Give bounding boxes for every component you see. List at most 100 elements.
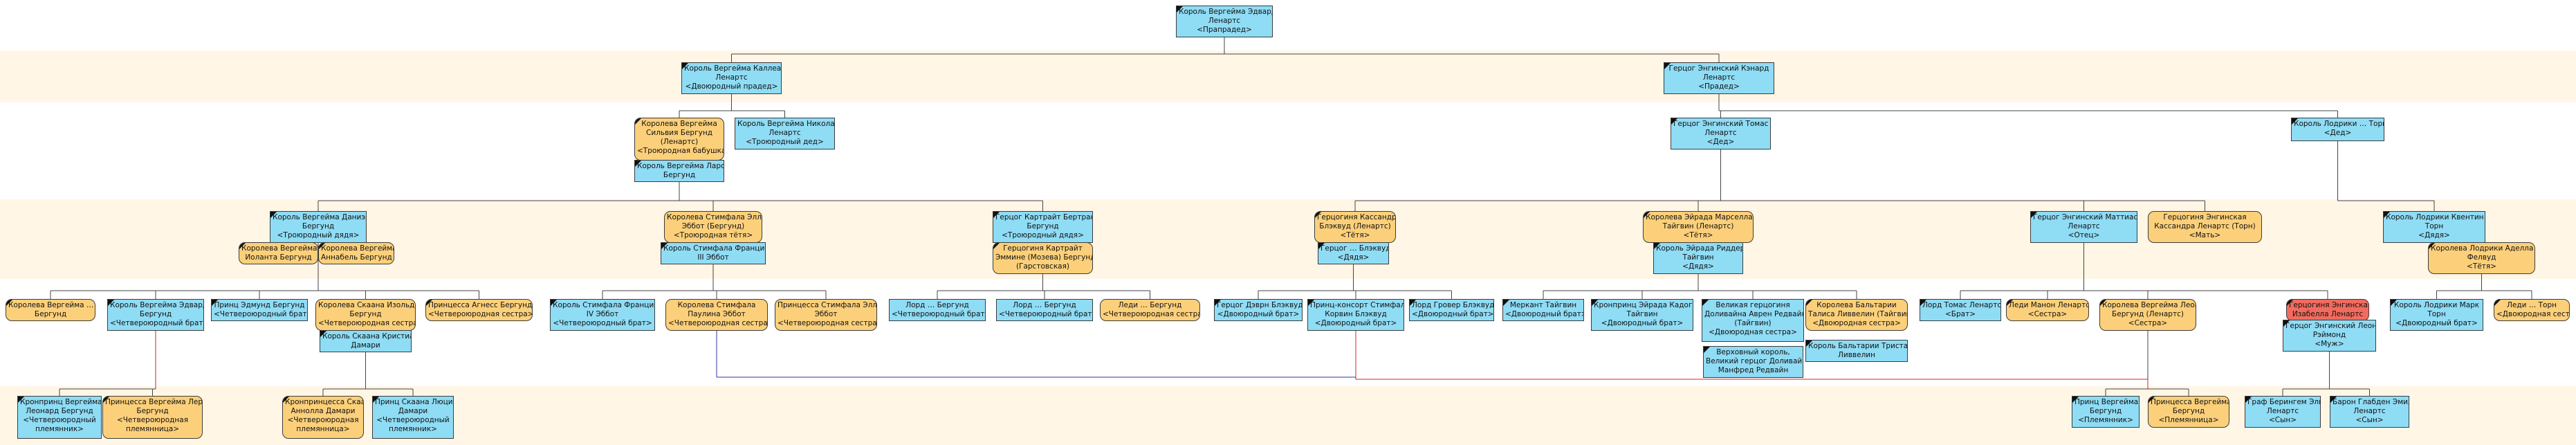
person-node-text: <Двоюродный прадед> (685, 82, 778, 91)
person-node-n39[interactable]: Меркант Тайгвин<Двоюродный брат> (1502, 299, 1584, 321)
corner-marker-icon (1702, 300, 1709, 306)
corner-marker-icon (661, 243, 668, 249)
person-node-n57[interactable]: Принцесса Вергейма …Бергунд<Племянница> (2148, 396, 2229, 428)
person-node-n46[interactable]: Леди Манон Ленартс<Сестра> (2006, 299, 2089, 321)
corner-marker-icon (2007, 300, 2013, 306)
corner-marker-icon (103, 397, 109, 403)
corner-marker-icon (320, 331, 326, 337)
corner-marker-icon (993, 243, 1000, 249)
person-node-text: <Четвероюродный (376, 416, 450, 424)
person-node-n26[interactable]: Принц Эдмунд Бергунд<Четвероюродный брат… (211, 299, 308, 321)
person-node-text: Лорд Томас Ленартс (1922, 301, 2001, 309)
person-node-text: Леди … Бергунд (1118, 301, 1182, 309)
person-node-text: <Дед> (1706, 138, 1735, 146)
corner-marker-icon (2330, 397, 2337, 403)
person-node-n54[interactable]: Кронпринцесса СкаанаАннолла Дамари<Четве… (282, 396, 364, 439)
person-node-n36[interactable]: Герцог Дэврн Блэквуд<Двоюродный брат> (1214, 299, 1303, 321)
person-node-text: <Четвероюродный брат> (892, 310, 986, 318)
corner-marker-icon (2494, 300, 2501, 306)
person-node-text: <Тётя> (1340, 231, 1370, 239)
person-node-text: Талиса Ливвелин (Тайгвин) (1808, 310, 1908, 318)
person-node-n51[interactable]: Леди … Торн<Двоюродная сестра> (2494, 299, 2570, 321)
person-node-text: <Четвероюродный брат> (214, 310, 308, 318)
person-node-n47[interactable]: Королева Вергейма ЛеонияБергунд (Ленартс… (2099, 299, 2196, 331)
corner-marker-icon (283, 397, 289, 403)
corner-marker-icon (2031, 212, 2037, 218)
person-node-n56[interactable]: Принц Вергейма …Бергунд<Племянник> (2072, 396, 2140, 428)
person-node-n33[interactable]: Лорд … Бергунд<Четвероюродный брат> (889, 299, 986, 321)
person-node-n34[interactable]: Лорд … Бергунд<Четвероюродный брат> (996, 299, 1093, 321)
person-node-text: Герцог Энгинский Леон (2285, 322, 2376, 330)
person-node-n45[interactable]: Лорд Томас Ленартс<Брат> (1920, 299, 2001, 321)
person-node-n43[interactable]: Верховный король,Великий герцог Доливайн… (1703, 346, 1803, 378)
person-node-n28[interactable]: Принцесса Агнесс Бергунд<Четвероюродная … (425, 299, 533, 321)
person-node-text: Ленартс (2266, 407, 2299, 415)
person-node-n58[interactable]: Граф Берингем ЭлиасЛенартс<Сын> (2245, 396, 2321, 428)
person-node-n53[interactable]: Принцесса Вергейма ЛереняБергунд<Четверо… (102, 396, 203, 439)
corner-marker-icon (1664, 63, 1671, 69)
corner-marker-icon (993, 212, 1000, 218)
person-node-text: Торн (2425, 222, 2444, 230)
person-node-text: Король Скаана Кристиан (322, 332, 412, 340)
person-node-text: Король Вергейма Даниэл (273, 213, 367, 221)
person-node-n24[interactable]: Королева Вергейма …Бергунд (6, 299, 95, 321)
person-node-text: Герцогиня Картрайт (1003, 244, 1083, 253)
person-node-text: Леди … Торн (2507, 301, 2557, 309)
person-node-text: Королева Вергейма (641, 120, 717, 128)
corner-marker-icon (319, 243, 325, 249)
person-node-text: Король Стимфала Франциск (553, 301, 655, 309)
person-node-text: Манфред Редвайн (1718, 366, 1789, 374)
person-node-n35[interactable]: Леди … Бергунд<Четвероюродная сестра> (1100, 299, 1200, 321)
person-node-text: <Четвероюродный брат> (110, 319, 204, 327)
corner-marker-icon (2292, 118, 2298, 125)
person-node-text: Король Лодрики Марк (2393, 301, 2480, 309)
person-node-text: <Отец> (2068, 231, 2100, 239)
person-node-text: Эббот (Бергунд) (681, 222, 745, 230)
corner-marker-icon (2149, 397, 2155, 403)
person-node-text: <Сестра> (2027, 310, 2068, 318)
person-node-n17[interactable]: Герцог … Блэквуд<Дядя> (1318, 242, 1389, 264)
person-node-text: Великая герцогиня (1715, 301, 1790, 309)
person-node-n8[interactable]: Король Лодрики … Торн<Дед> (2291, 118, 2384, 141)
person-node-n38[interactable]: Лорд Гровер Блэквуд<Двоюродный брат> (1409, 299, 1494, 321)
person-node-text: <Четвероюродная сестра> (668, 319, 768, 327)
